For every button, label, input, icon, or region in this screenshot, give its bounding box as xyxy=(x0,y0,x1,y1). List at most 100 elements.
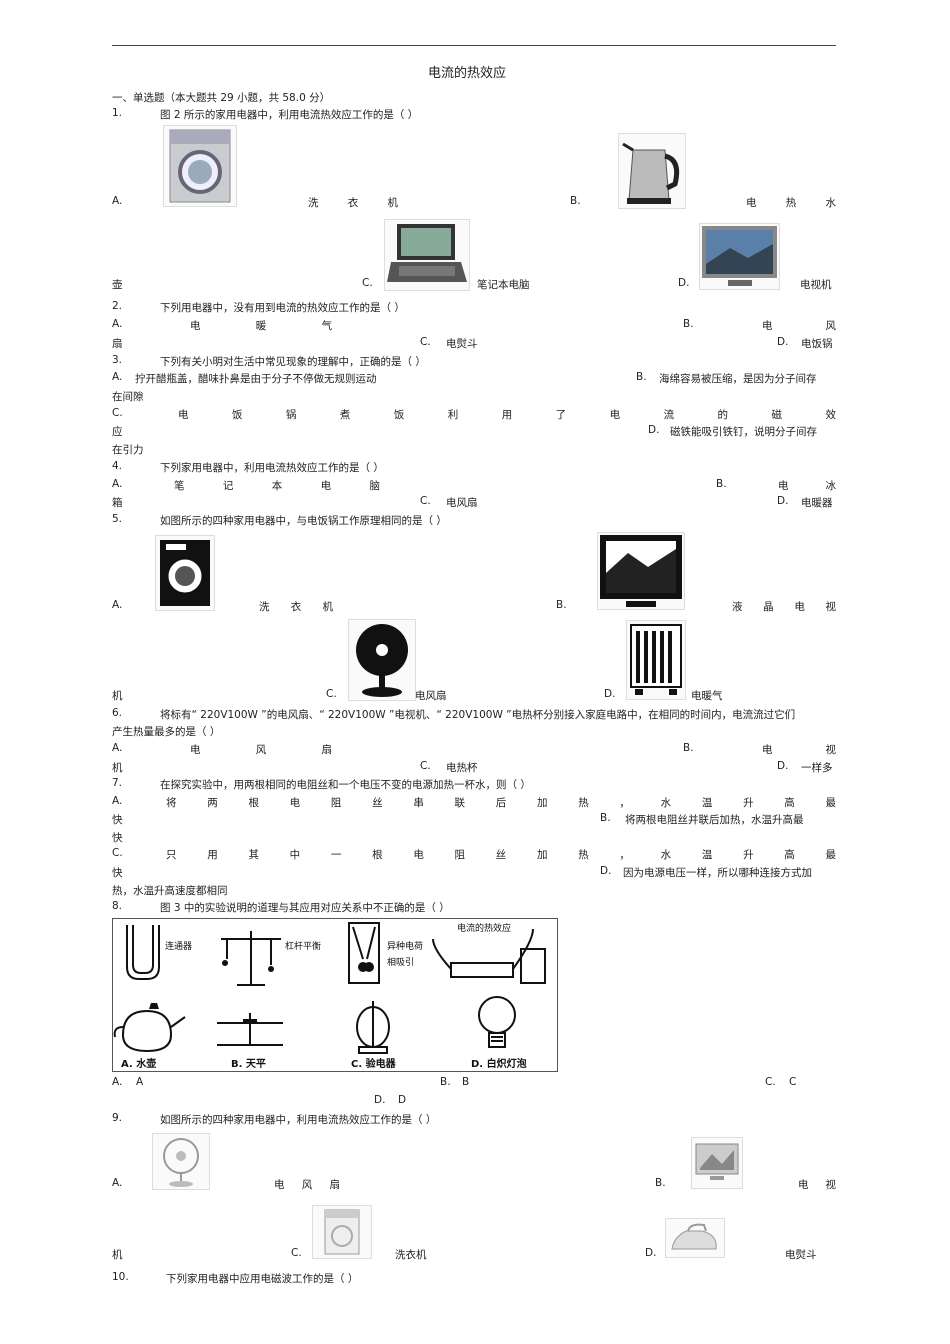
q2-option-c-label: C. xyxy=(420,336,431,348)
q7-option-a-text: 将两根电阻丝串联后加热，水温升高最 xyxy=(166,797,836,809)
q8-stem: 图 3 中的实验说明的道理与其应用对应关系中不正确的是（ ） xyxy=(160,902,450,914)
q5-option-b-text: 液晶电视 xyxy=(732,601,836,613)
heater-icon xyxy=(626,620,686,700)
q6-option-b-label: B. xyxy=(683,742,694,754)
q9-option-b-text: 电视 xyxy=(798,1179,836,1191)
q7-option-a-wrap: 快 xyxy=(112,814,123,826)
q8-option-c-text: C xyxy=(789,1076,797,1088)
fig-label-charges-2: 相吸引 xyxy=(387,956,414,968)
q9-option-b-label: B. xyxy=(655,1177,666,1189)
q3-option-c-label: C. xyxy=(112,407,123,419)
q3-option-c-text: 电饭锅煮饭利用了电流的磁效 xyxy=(178,409,836,421)
laptop-icon xyxy=(384,219,470,291)
q8-option-b-label: B. xyxy=(440,1076,451,1088)
q4-option-b-text: 电冰 xyxy=(778,480,836,492)
q1-option-b-text: 电热水 xyxy=(746,197,836,209)
fig-label-heat: 电流的热效应 xyxy=(457,922,511,934)
washing-machine-icon xyxy=(163,125,237,207)
tv-icon xyxy=(699,223,780,290)
q6-stem: 将标有“ 220V100W ”的电风扇、“ 220V100W ”电视机、“ 22… xyxy=(160,709,796,721)
q3-option-d-text: 磁铁能吸引铁钉，说明分子间存 xyxy=(670,426,817,438)
q1-option-b-wrap: 壶 xyxy=(112,279,123,291)
q9-number: 9. xyxy=(112,1112,123,1124)
q3-option-b-wrap: 在间隙 xyxy=(112,391,144,403)
q2-option-d-text: 电饭锅 xyxy=(801,338,833,350)
q3-number: 3. xyxy=(112,354,123,366)
q2-option-b-label: B. xyxy=(683,318,694,330)
q9-option-a-text: 电风扇 xyxy=(274,1179,340,1191)
q4-option-b-wrap: 箱 xyxy=(112,497,123,509)
q3-option-d-wrap: 在引力 xyxy=(112,444,144,456)
q1-number: 1. xyxy=(112,107,123,119)
q4-option-d-text: 电暖器 xyxy=(801,497,833,509)
q4-option-b-label: B. xyxy=(716,478,727,490)
q6-option-b-text: 电视 xyxy=(762,744,836,756)
fan-icon xyxy=(348,619,416,701)
q6-option-b-wrap: 机 xyxy=(112,762,123,774)
q5-option-b-wrap: 机 xyxy=(112,690,123,702)
q7-number: 7. xyxy=(112,777,123,789)
washing-machine-icon xyxy=(155,535,215,611)
q7-option-d-wrap: 热，水温升高速度都相同 xyxy=(112,885,228,897)
q1-stem: 图 2 所示的家用电器中，利用电流热效应工作的是（ ） xyxy=(160,109,419,121)
q4-option-d-label: D. xyxy=(777,495,789,507)
q2-option-b-text: 电风 xyxy=(762,320,836,332)
fig-label-connector: 连通器 xyxy=(165,940,192,952)
q7-option-c-text: 只用其中一根电阻丝加热，水温升高最 xyxy=(166,849,836,861)
q3-option-c-wrap: 应 xyxy=(112,426,123,438)
q9-option-b-wrap: 机 xyxy=(112,1249,123,1261)
q8-option-a-label: A. xyxy=(112,1076,123,1088)
q2-option-c-text: 电熨斗 xyxy=(446,338,478,350)
q2-option-a-text: 电暖气 xyxy=(190,320,332,332)
q1-option-d-label: D. xyxy=(678,277,690,289)
q5-option-c-text: 电风扇 xyxy=(415,690,447,702)
q2-option-d-label: D. xyxy=(777,336,789,348)
q4-stem: 下列家用电器中，利用电流热效应工作的是（ ） xyxy=(160,462,384,474)
q7-option-b-wrap: 快 xyxy=(112,832,123,844)
q8-option-d-text: D xyxy=(398,1094,407,1106)
q1-option-c-label: C. xyxy=(362,277,373,289)
q9-option-c-label: C. xyxy=(291,1247,302,1259)
q10-number: 10. xyxy=(112,1271,129,1283)
fig-caption-d: D. 白炽灯泡 xyxy=(471,1057,527,1070)
q5-stem: 如图所示的四种家用电器中，与电饭锅工作原理相同的是（ ） xyxy=(160,515,447,527)
q8-option-b-text: B xyxy=(462,1076,470,1088)
q5-option-d-text: 电暖气 xyxy=(691,690,723,702)
q6-stem-continued: 产生热量最多的是（ ） xyxy=(112,726,221,738)
q1-option-a-text: 洗衣机 xyxy=(308,197,398,209)
q6-option-a-text: 电风扇 xyxy=(190,744,332,756)
q10-stem: 下列家用电器中应用电磁波工作的是（ ） xyxy=(166,1273,359,1285)
section-heading: 一、单选题（本大题共 29 小题，共 58.0 分） xyxy=(112,92,331,104)
q3-option-d-label: D. xyxy=(648,424,660,436)
tv-icon xyxy=(597,532,685,610)
fig-label-charges-1: 异种电荷 xyxy=(387,940,423,952)
q9-option-d-text: 电熨斗 xyxy=(785,1249,817,1261)
q5-option-c-label: C. xyxy=(326,688,337,700)
fig-caption-b: B. 天平 xyxy=(231,1058,266,1070)
q9-option-a-label: A. xyxy=(112,1177,123,1189)
q8-figure: 连通器 杠杆平衡 异种电荷 相吸引 电流的热效应 A. 水壶 B. 天平 C. … xyxy=(112,918,558,1072)
kettle-icon xyxy=(618,133,686,209)
q7-option-b-label: B. xyxy=(600,812,611,824)
q4-number: 4. xyxy=(112,460,123,472)
q1-option-d-text: 电视机 xyxy=(800,279,832,291)
q5-number: 5. xyxy=(112,513,123,525)
fig-label-lever: 杠杆平衡 xyxy=(285,940,321,952)
q9-stem: 如图所示的四种家用电器中，利用电流热效应工作的是（ ） xyxy=(160,1114,437,1126)
q7-option-a-label: A. xyxy=(112,795,123,807)
q4-option-a-text: 笔记本电脑 xyxy=(174,480,380,492)
q9-option-d-label: D. xyxy=(645,1247,657,1259)
q4-option-a-label: A. xyxy=(112,478,123,490)
fig-caption-a: A. 水壶 xyxy=(121,1057,156,1070)
q6-option-c-label: C. xyxy=(420,760,431,772)
q6-option-d-label: D. xyxy=(777,760,789,772)
q8-option-c-label: C. xyxy=(765,1076,776,1088)
fan-icon xyxy=(152,1133,210,1190)
q5-option-a-label: A. xyxy=(112,599,123,611)
washing-machine-icon xyxy=(312,1205,372,1259)
q4-option-c-text: 电风扇 xyxy=(446,497,478,509)
q8-option-a-text: A xyxy=(136,1076,144,1088)
q5-option-d-label: D. xyxy=(604,688,616,700)
q7-option-d-label: D. xyxy=(600,865,612,877)
q2-number: 2. xyxy=(112,300,123,312)
